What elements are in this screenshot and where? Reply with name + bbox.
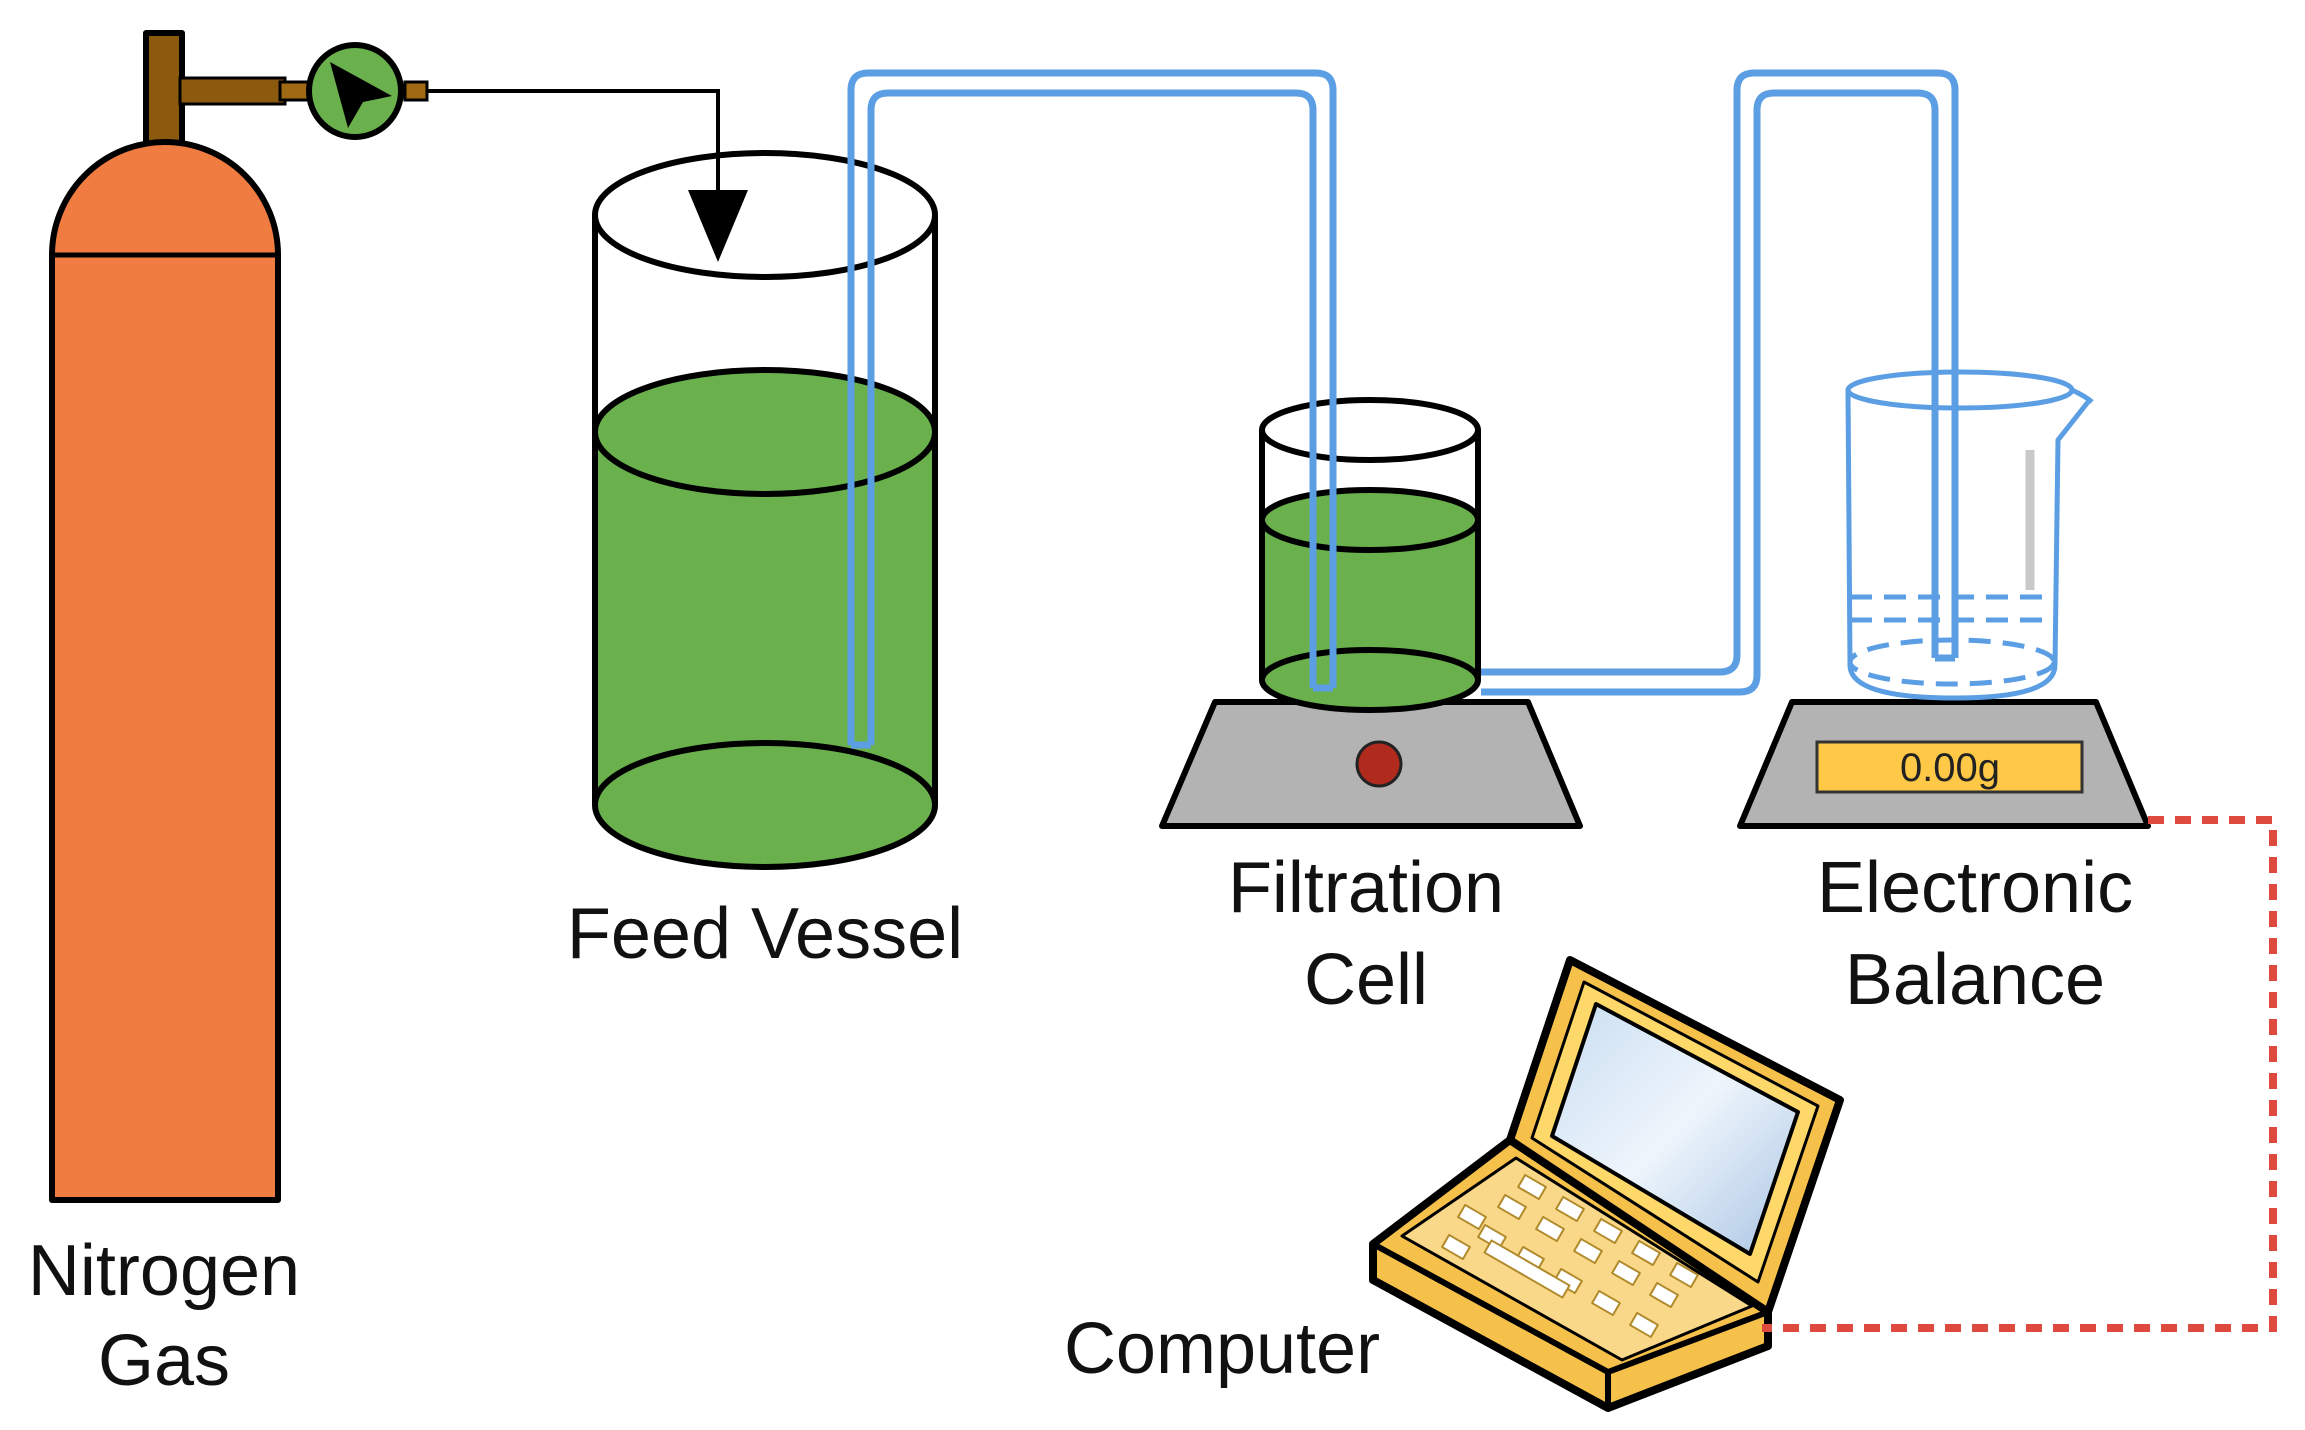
filtration-cell-label-line1: Filtration: [1228, 848, 1504, 928]
cylinder-valve-stem: [143, 30, 185, 148]
electronic-balance-label-line1: Electronic: [1817, 848, 2133, 928]
stirrer-indicator: [1355, 740, 1403, 788]
cylinder-valve-arm: [178, 76, 287, 106]
gas-flow-arrow: [688, 190, 748, 262]
feed-to-cell-tubing: [847, 69, 1337, 749]
nitrogen-gas-label-line1: Nitrogen: [28, 1231, 300, 1311]
computer-label: Computer: [1064, 1309, 1380, 1389]
filtration-cell: [1259, 397, 1481, 713]
filtration-cell-label-line2: Cell: [1304, 940, 1428, 1020]
feed-vessel-label: Feed Vessel: [567, 894, 963, 974]
beaker-icon: [1845, 369, 2094, 701]
gas-line: [427, 89, 748, 262]
cell-to-beaker-tubing: [1481, 69, 1959, 696]
nitrogen-gas-label-line2: Gas: [98, 1321, 230, 1401]
feed-vessel: [592, 150, 938, 870]
cylinder-body: [49, 139, 281, 1203]
data-link-cable: [1762, 816, 2277, 1332]
pressure-regulator-icon: [306, 42, 429, 140]
filtration-stage: [1159, 699, 1583, 829]
electronic-balance-label-line2: Balance: [1845, 940, 2105, 1020]
laptop-screen: [1550, 1002, 1800, 1256]
nitrogen-cylinder: [49, 30, 312, 1203]
balance-readout: 0.00g: [1900, 746, 2000, 790]
laptop-icon: [1369, 956, 1844, 1412]
electronic-balance: 0.00g: [1737, 699, 2151, 829]
cylinder-valve-nozzle: [278, 80, 312, 102]
balance-display: [1815, 740, 2084, 794]
